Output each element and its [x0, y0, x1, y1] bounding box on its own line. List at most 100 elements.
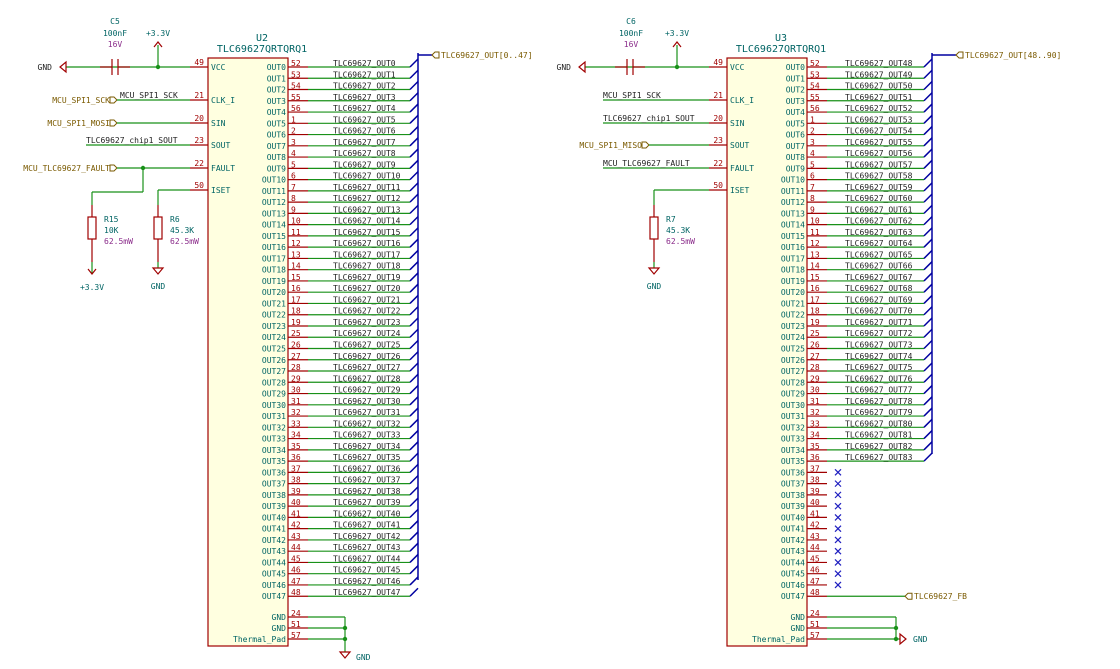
- u3-out-pin-number: 5: [810, 160, 815, 169]
- u2-net-label: TLC69627_OUT41: [333, 521, 401, 530]
- u3-out-pin-name: OUT9: [786, 164, 805, 173]
- u2-out-pin-number: 56: [291, 104, 301, 113]
- u2-gnd-junction: [342, 636, 348, 642]
- u3-out-pin-name: OUT27: [781, 367, 805, 376]
- u2-out-pin-name: OUT11: [262, 187, 286, 196]
- u3-gnd-junction: [893, 625, 899, 631]
- u2-bus-entry: [409, 497, 419, 507]
- u2-pin-number: 21: [194, 91, 204, 100]
- u2-r6-value: 45.3K: [170, 226, 194, 235]
- u3-net-label: TLC69627_OUT75: [845, 363, 913, 372]
- u3-out-pin-name: OUT44: [781, 558, 805, 567]
- u2-bus-entry: [409, 531, 419, 541]
- u2-out-pin-number: 52: [291, 59, 301, 68]
- u3-out-pin-name: OUT45: [781, 570, 805, 579]
- u3-bus-entry: [923, 114, 933, 124]
- u2-out-pin-number: 35: [291, 442, 301, 451]
- u2-out-pin-number: 30: [291, 386, 301, 395]
- u2-bus-entry: [409, 339, 419, 350]
- u2-out-pin-name: OUT24: [262, 333, 286, 342]
- u3-out-pin-number: 42: [810, 521, 820, 530]
- u2-gnd-junction: [342, 625, 348, 631]
- u2-out-pin-number: 6: [291, 172, 296, 181]
- u3-r7-body: [649, 216, 659, 240]
- u2-net-label: TLC69627_OUT1: [333, 70, 396, 79]
- u2-bus-entry: [409, 126, 419, 136]
- u2-net-label: TLC69627_OUT34: [333, 442, 401, 451]
- u3-bus-entry: [923, 430, 933, 440]
- u2-out-pin-name: OUT5: [267, 119, 286, 128]
- u2-out-pin-number: 5: [291, 160, 296, 169]
- u3-out-pin-number: 34: [810, 431, 820, 440]
- u2-out-pin-name: OUT26: [262, 356, 286, 365]
- u3-gnd-pin-name: GND: [791, 624, 806, 633]
- u2-bus-entry: [409, 193, 419, 203]
- u3-net-label: TLC69627_OUT64: [845, 239, 913, 248]
- u2-out-pin-name: OUT29: [262, 390, 286, 399]
- u3-net-label: TLC69627_OUT66: [845, 262, 913, 271]
- u3-part-value: TLC69627QRTQRQ1: [736, 44, 826, 55]
- u3-vcc-junction: [674, 64, 680, 70]
- u2-out-pin-name: OUT14: [262, 221, 286, 230]
- u3-net-label: TLC69627_OUT57: [845, 160, 913, 169]
- u3-net-label: TLC69627_OUT51: [845, 93, 913, 102]
- u2-net-label: TLC69627_OUT32: [333, 419, 401, 428]
- u3-bus-entry: [923, 238, 933, 248]
- u2-out-pin-name: OUT47: [262, 592, 286, 601]
- u3-pin-number: 50: [713, 181, 723, 190]
- u3-out-pin-number: 44: [810, 543, 820, 552]
- u3-out-pin-name: OUT24: [781, 333, 805, 342]
- u3-cap-rating: 16V: [624, 40, 639, 49]
- u2-bus-entry: [409, 576, 419, 586]
- u2-bus-entry: [409, 171, 419, 181]
- u2-vcc-junction: [155, 64, 161, 70]
- u2-fault-label-icon: [109, 164, 118, 172]
- u3-bus-entry: [923, 204, 933, 214]
- u3-out-pin-name: OUT33: [781, 435, 805, 444]
- u2-bus-entry: [409, 475, 419, 485]
- u2-pin-number: 20: [194, 114, 204, 123]
- u3-bus-entry: [923, 407, 933, 417]
- u2-out-pin-name: OUT37: [262, 480, 286, 489]
- u3-net-label: TLC69627_OUT74: [845, 352, 913, 361]
- u3-rail-label: +3.3V: [665, 29, 689, 38]
- u2-cap-gnd-label: GND: [38, 63, 53, 72]
- u2-bus-entry: [409, 283, 419, 293]
- u2-out-pin-name: OUT7: [267, 142, 286, 151]
- u2-gnd-pin-name: GND: [272, 624, 287, 633]
- u3-bus-entry: [923, 92, 933, 102]
- u3-out-pin-number: 35: [810, 442, 820, 451]
- u3-no-connect-icon: [834, 513, 842, 521]
- u3-out-pin-name: OUT46: [781, 581, 805, 590]
- u3-out-pin-number: 47: [810, 577, 820, 586]
- u2-out-pin-number: 15: [291, 273, 301, 282]
- u2-out-pin-number: 10: [291, 217, 301, 226]
- u2-net-label: TLC69627_OUT9: [333, 160, 396, 169]
- u2-out-pin-number: 1: [291, 115, 296, 124]
- u3-bus-entry: [923, 328, 933, 338]
- u3-no-connect-icon: [834, 491, 842, 499]
- u3-net-label: TLC69627_OUT76: [845, 374, 913, 383]
- u3-net-label: TLC69627_OUT54: [845, 127, 913, 136]
- u2-out-pin-number: 19: [291, 318, 301, 327]
- u2-out-pin-number: 7: [291, 183, 296, 192]
- u3-bus-entry: [923, 373, 933, 383]
- u3-pin-name: CLK_I: [730, 96, 754, 105]
- u2-out-pin-name: OUT9: [267, 164, 286, 173]
- u2-out-pin-number: 27: [291, 352, 301, 361]
- u3-out-pin-name: OUT6: [786, 131, 805, 140]
- u3-pin-name: SIN: [730, 119, 745, 128]
- u3-pin-name: ISET: [730, 186, 749, 195]
- u2-bus-entry: [409, 114, 419, 124]
- u2-net-label: TLC69627_OUT36: [333, 464, 401, 473]
- u3-net-label: TLC69627_OUT62: [845, 217, 913, 226]
- u2-net-label: TLC69627_OUT23: [333, 318, 401, 327]
- u3-gnd-pin-number: 51: [810, 620, 820, 629]
- u3-net-label: TLC69627_OUT49: [845, 70, 913, 79]
- u3-pin-number: 22: [713, 159, 723, 168]
- u3-out-pin-number: 39: [810, 487, 820, 496]
- u3-out-pin-name: OUT21: [781, 299, 805, 308]
- u3-sin-net: TLC69627_chip1_SOUT: [603, 114, 695, 123]
- u2-net-label: TLC69627_OUT44: [333, 554, 401, 563]
- u3-r7-power: 62.5mW: [666, 237, 695, 246]
